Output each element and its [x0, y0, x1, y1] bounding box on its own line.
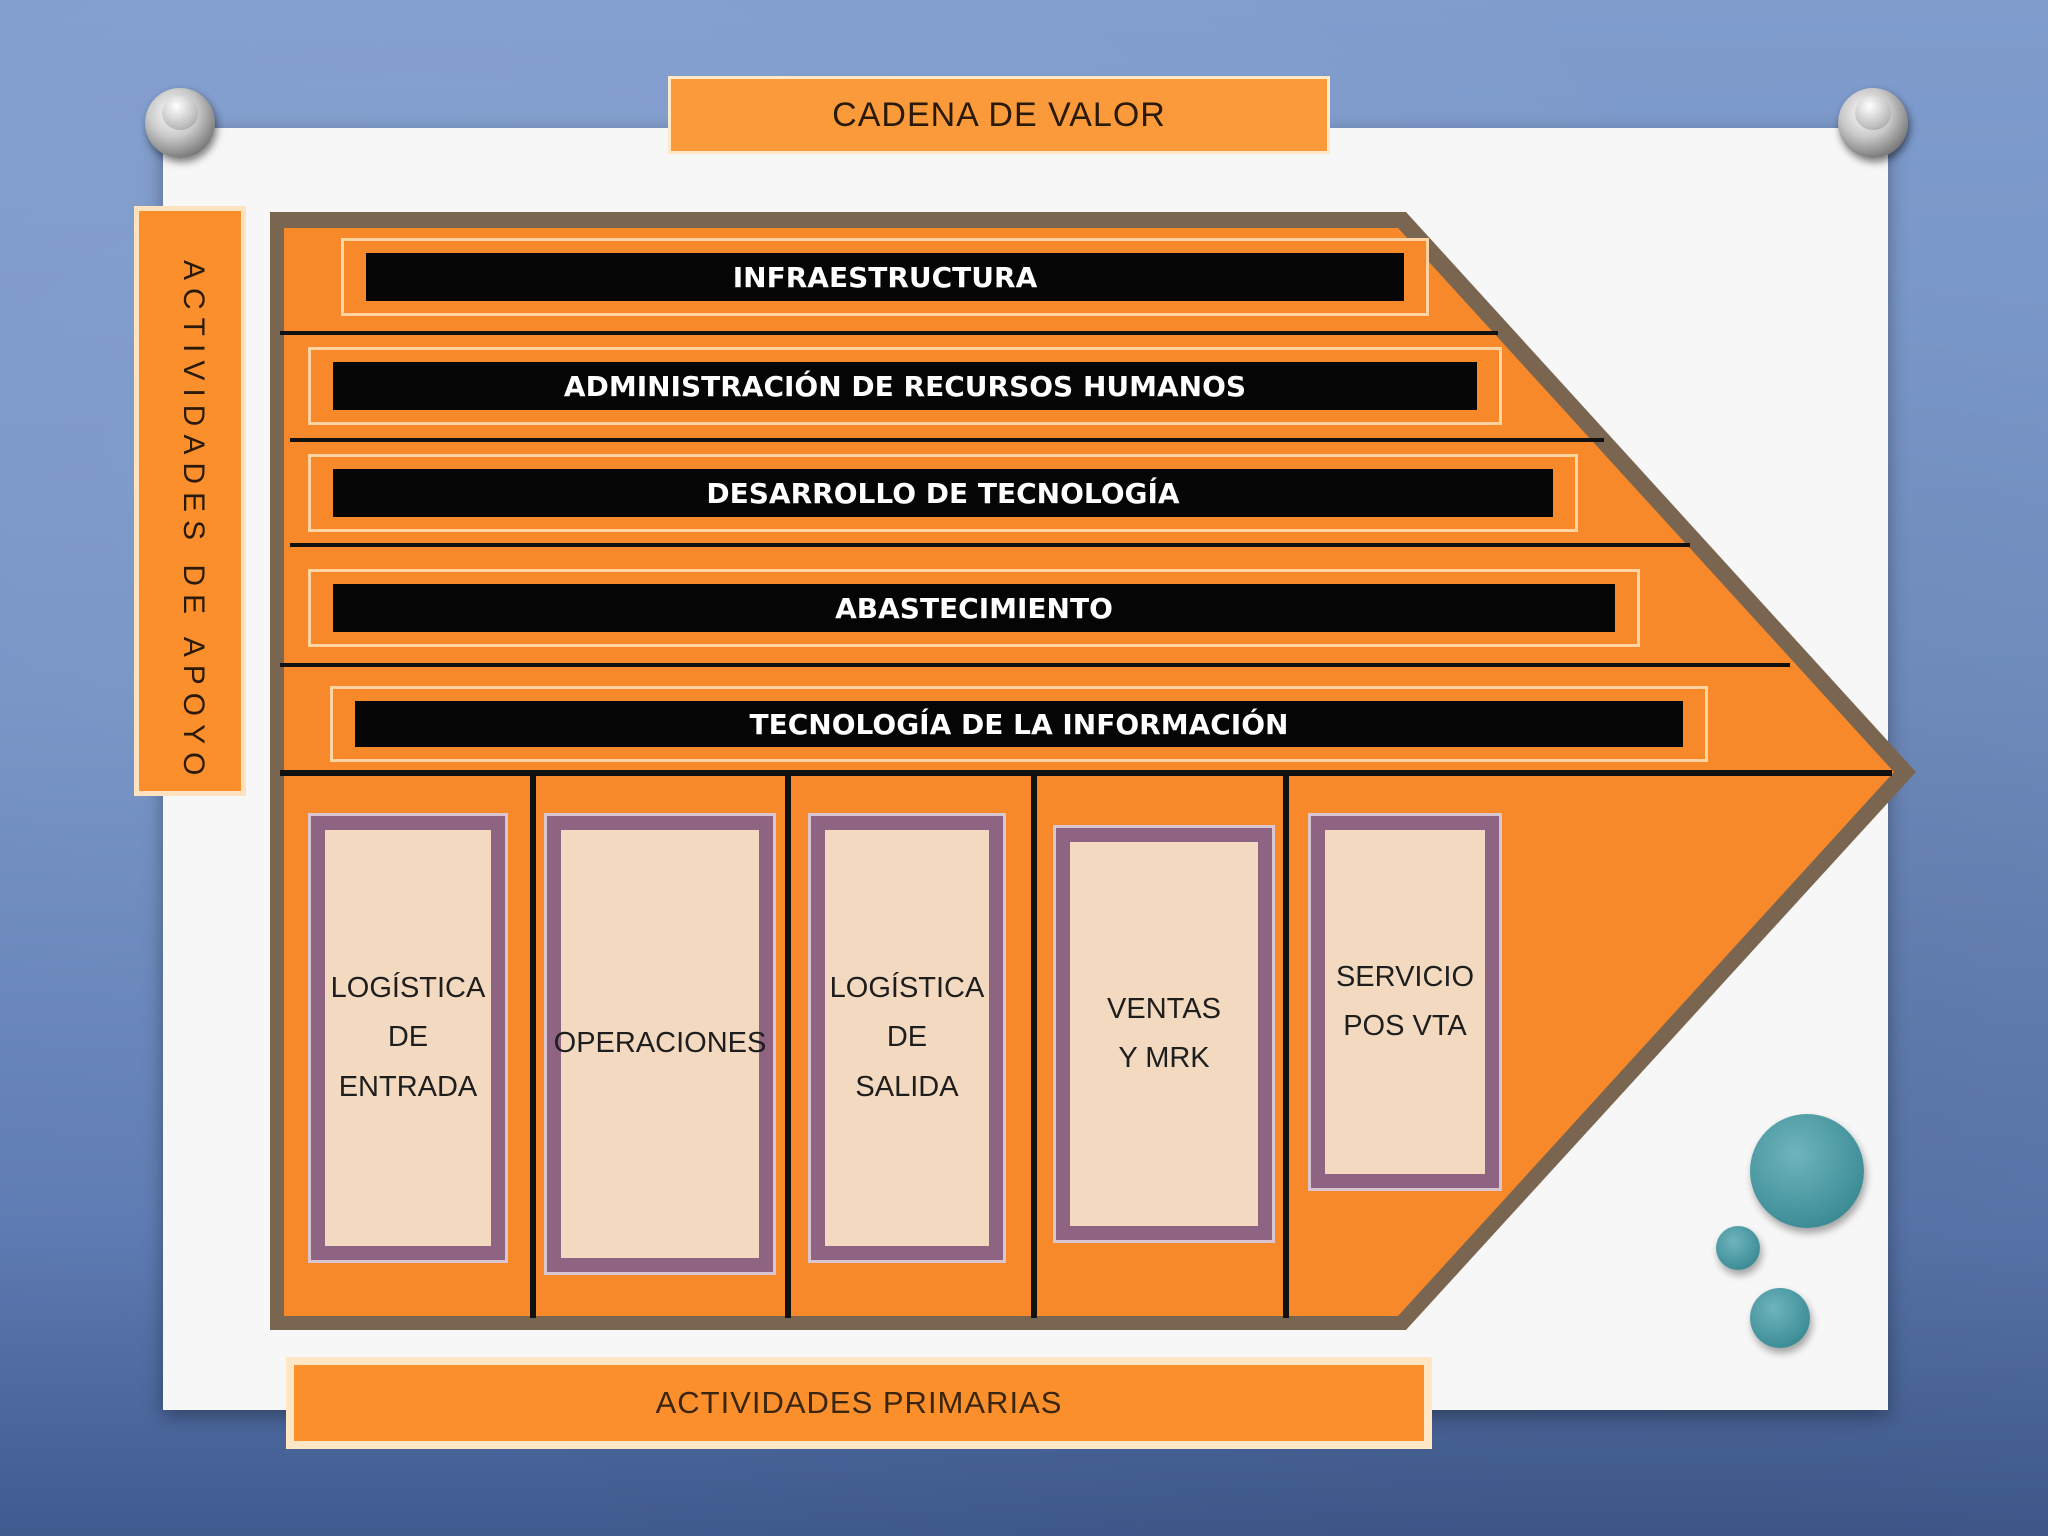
support-bar-2-label: ADMINISTRACIÓN DE RECURSOS HUMANOS — [333, 362, 1477, 410]
support-bar-3-label: DESARROLLO DE TECNOLOGÍA — [333, 469, 1553, 517]
support-bar-3: DESARROLLO DE TECNOLOGÍA — [308, 454, 1578, 532]
pushpin-left-icon — [145, 88, 215, 158]
decorative-circle-small — [1716, 1226, 1760, 1270]
pushpin-right-icon — [1838, 88, 1908, 158]
primary-box-3: LOGÍSTICA DE SALIDA — [808, 813, 1006, 1263]
support-bar-4-label: ABASTECIMIENTO — [333, 584, 1615, 632]
primary-box-1: LOGÍSTICA DE ENTRADA — [308, 813, 508, 1263]
support-bar-2: ADMINISTRACIÓN DE RECURSOS HUMANOS — [308, 347, 1502, 425]
support-bar-5: TECNOLOGÍA DE LA INFORMACIÓN — [330, 686, 1708, 762]
primary-box-5: SERVICIO POS VTA — [1308, 813, 1502, 1191]
primary-box-2-label: OPERACIONES — [554, 830, 766, 1258]
support-bar-1-label: INFRAESTRUCTURA — [366, 253, 1404, 301]
support-bar-4: ABASTECIMIENTO — [308, 569, 1640, 647]
primary-box-5-label: SERVICIO POS VTA — [1325, 830, 1485, 1174]
primary-box-4: VENTAS Y MRK — [1053, 825, 1275, 1243]
decorative-circle-large — [1750, 1114, 1864, 1228]
primary-box-3-label: LOGÍSTICA DE SALIDA — [825, 830, 989, 1246]
primary-box-1-label: LOGÍSTICA DE ENTRADA — [325, 830, 491, 1246]
primary-box-4-label: VENTAS Y MRK — [1070, 842, 1258, 1226]
support-activities-box — [134, 206, 246, 796]
support-bar-1: INFRAESTRUCTURA — [341, 238, 1429, 316]
support-bar-5-label: TECNOLOGÍA DE LA INFORMACIÓN — [355, 701, 1683, 747]
diagram-title: CADENA DE VALOR — [668, 76, 1330, 154]
decorative-circle-medium — [1750, 1288, 1810, 1348]
primary-box-2: OPERACIONES — [544, 813, 776, 1275]
primary-activities-label: ACTIVIDADES PRIMARIAS — [286, 1357, 1432, 1449]
